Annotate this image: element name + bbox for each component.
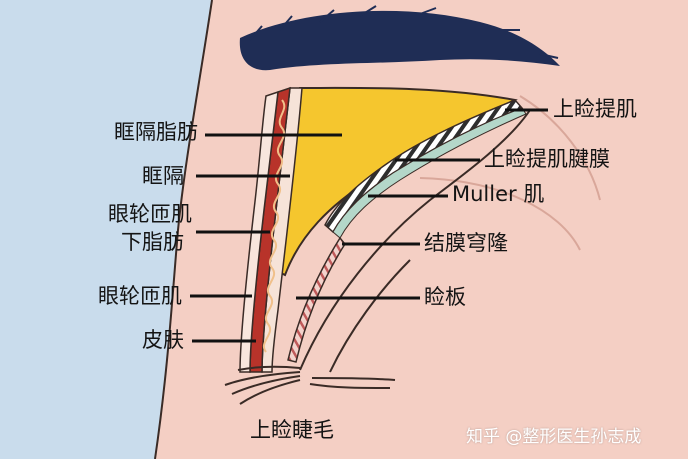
watermark: 知乎 @整形医生孙志成 [466, 427, 642, 447]
eyebrow [239, 10, 560, 71]
label-levator: 上睑提肌 [553, 97, 637, 121]
eyebrow-hairs [249, 5, 559, 59]
lid-outline [299, 109, 531, 371]
fold-line [419, 177, 581, 251]
side-background [0, 0, 212, 459]
label-sub-oculi-fat-line1: 眼轮匝肌 [108, 202, 192, 226]
eyelashes [224, 365, 396, 405]
label-sub-oculi-fat-line2: 下脂肪 [121, 230, 184, 254]
label-orbicularis-oculi: 眼轮匝肌 [98, 284, 182, 308]
label-conjunctival-fornix: 结膜穹隆 [424, 231, 508, 255]
face-profile-line [154, 0, 213, 459]
label-eyelashes: 上睑睫毛 [250, 418, 334, 442]
tarsus [287, 236, 346, 363]
label-skin: 皮肤 [142, 328, 184, 352]
label-orbital-septum: 眶隔 [142, 164, 184, 188]
muscle-texture [263, 99, 286, 353]
muller-muscle [332, 107, 527, 239]
fold-line [519, 95, 601, 201]
leader-lines [190, 108, 548, 343]
label-levator-aponeurosis: 上睑提肌腱膜 [484, 147, 610, 171]
label-tarsus: 睑板 [424, 285, 466, 309]
label-muller-muscle: Muller 肌 [452, 182, 545, 206]
label-orbital-fat: 眶隔脂肪 [114, 120, 198, 144]
conjunctiva-outline [329, 259, 411, 373]
